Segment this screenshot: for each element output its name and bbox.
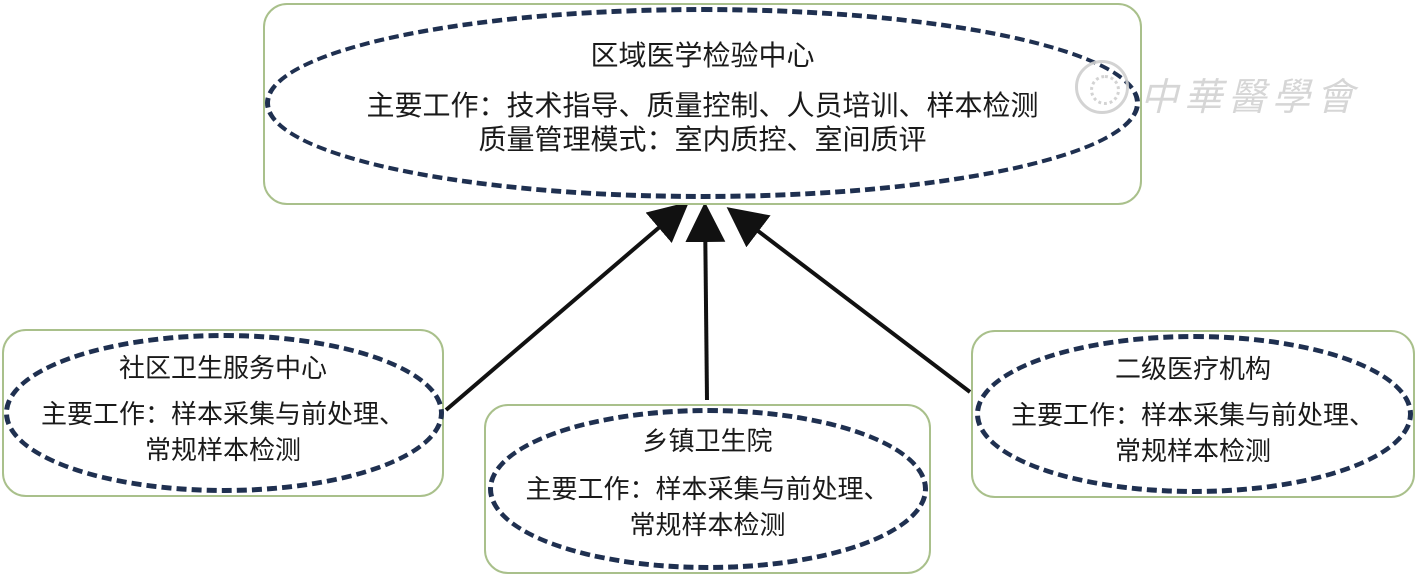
community-work-line1: 主要工作：样本采集与前处理、 xyxy=(40,400,405,430)
watermark-seal-icon xyxy=(1075,60,1129,114)
community-title: 社区卫生服务中心 xyxy=(118,354,327,384)
secondary-dashed-oval xyxy=(975,334,1413,494)
township-hospital-node: 乡镇卫生院 主要工作：样本采集与前处理、 常规样本检测 xyxy=(484,404,931,574)
community-health-center-node: 社区卫生服务中心 主要工作：样本采集与前处理、 常规样本检测 xyxy=(2,329,444,497)
center-dashed-oval xyxy=(265,7,1140,199)
center-work: 主要工作：技术指导、质量控制、人员培训、样本检测 xyxy=(366,89,1039,122)
arrow-township-to-center xyxy=(685,202,726,401)
secondary-title: 二级医疗机构 xyxy=(1114,355,1271,385)
secondary-work-line2: 常规样本检测 xyxy=(1114,437,1271,467)
secondary-work-line1: 主要工作：样本采集与前处理、 xyxy=(1010,401,1375,431)
township-title: 乡镇卫生院 xyxy=(642,427,773,457)
community-dashed-oval xyxy=(4,333,444,493)
center-quality: 质量管理模式：室内质控、室间质评 xyxy=(478,123,927,156)
arrow-community-to-center xyxy=(444,201,690,412)
township-work-line1: 主要工作：样本采集与前处理、 xyxy=(525,475,890,505)
watermark-text: 中華醫學會 xyxy=(1140,75,1361,119)
center-node: 区域医学检验中心 主要工作：技术指导、质量控制、人员培训、样本检测 质量管理模式… xyxy=(263,3,1142,205)
township-work-line2: 常规样本检测 xyxy=(629,511,786,541)
community-work-line2: 常规样本检测 xyxy=(144,436,301,466)
center-title: 区域医学检验中心 xyxy=(590,39,815,72)
secondary-medical-institution-node: 二级医疗机构 主要工作：样本采集与前处理、 常规样本检测 xyxy=(971,330,1415,498)
arrow-secondary-to-center xyxy=(726,207,972,394)
township-dashed-oval xyxy=(488,408,928,570)
